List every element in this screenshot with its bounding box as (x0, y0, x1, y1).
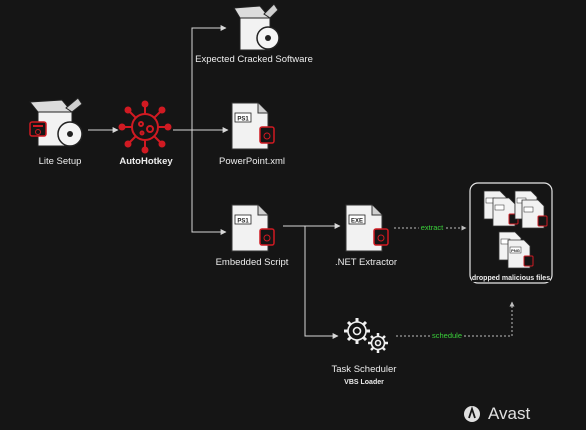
red-gear-virus-icon (118, 100, 172, 154)
edge-ahk-to-embedded (191, 130, 227, 235)
edge-ahk-trunk (191, 25, 227, 130)
avast-logo-icon (464, 406, 480, 422)
connectors (88, 25, 341, 339)
document-file-icon: PS1 (231, 204, 275, 252)
node-label-expected-cracked-software: Expected Cracked Software (195, 54, 313, 65)
node-label-vbs-loader: VBS Loader (344, 379, 384, 386)
file-tag: PNG (511, 248, 520, 253)
node-label-lite-setup: Lite Setup (38, 156, 82, 167)
file-tag: PS1 (237, 117, 249, 123)
document-file-icon (492, 197, 519, 227)
gears-icon (344, 318, 388, 353)
node-label-dropped-malicious-files: dropped malicious files (471, 275, 551, 282)
box-with-disc-icon (29, 97, 83, 147)
edge-label-schedule: schedule (429, 331, 465, 340)
document-file-icon: PS1 (231, 102, 275, 150)
edge-schedule (396, 301, 515, 337)
file-tag: PS1 (237, 219, 249, 225)
dropped-files-container: PNG (469, 182, 553, 284)
box-with-disc-icon (233, 3, 280, 51)
node-label-powerpoint-xml: PowerPoint.xml (219, 156, 285, 167)
edge-label-extract: extract (418, 223, 446, 232)
node-label-autohotkey: AutoHotkey (119, 156, 173, 167)
edge-embedded-to-scheduler (304, 226, 339, 339)
brand-wordmark: Avast (488, 404, 531, 423)
node-label-net-extractor: .NET Extractor (334, 257, 398, 268)
document-file-icon: PNG (507, 239, 534, 269)
node-label-embedded-script: Embedded Script (215, 257, 289, 268)
file-tag: EXE (351, 219, 363, 225)
document-file-icon (521, 199, 548, 229)
document-file-icon: EXE (345, 204, 389, 252)
node-label-task-scheduler: Task Scheduler (331, 364, 397, 375)
